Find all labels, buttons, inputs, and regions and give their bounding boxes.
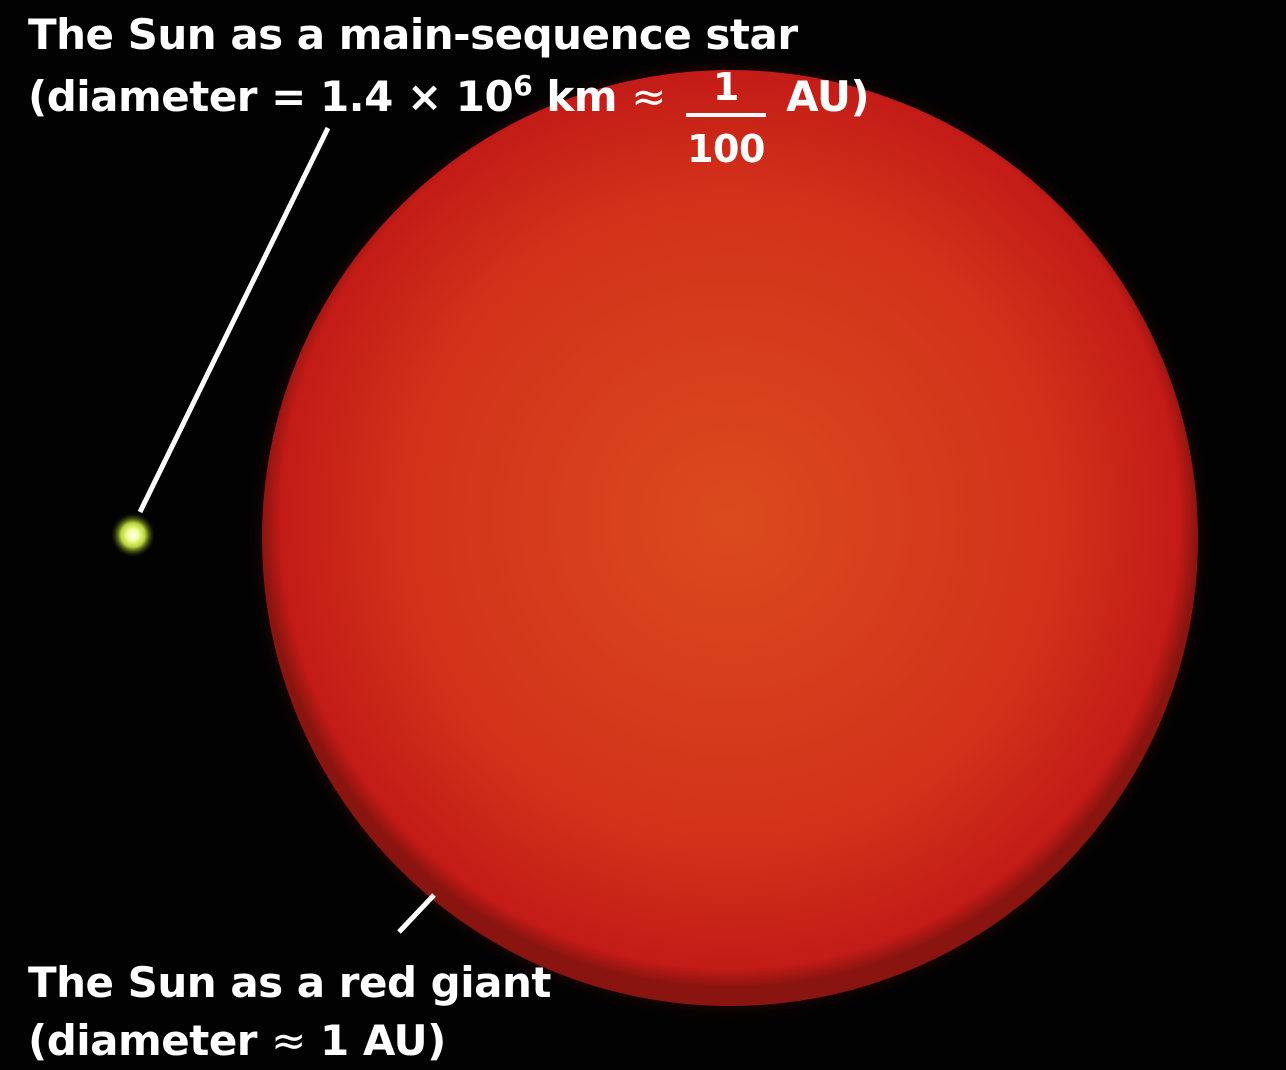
main-sequence-title: The Sun as a main-sequence star bbox=[28, 14, 798, 56]
red-giant-diameter-prefix: (diameter bbox=[28, 1016, 258, 1065]
fraction-denominator: 100 bbox=[687, 126, 765, 171]
red-giant-title: The Sun as a red giant bbox=[28, 962, 551, 1004]
main-sequence-pointer-line bbox=[137, 126, 331, 514]
diameter-prefix: (diameter = 1.4 × 10 bbox=[28, 72, 514, 121]
diameter-exponent: 6 bbox=[513, 69, 533, 102]
main-sequence-sun bbox=[111, 513, 155, 557]
unit-au: AU) bbox=[786, 72, 870, 121]
unit-km: km bbox=[546, 72, 618, 121]
fraction-one-hundredth: 1 100 bbox=[684, 68, 768, 168]
red-giant-diameter-value: 1 AU) bbox=[319, 1016, 446, 1065]
red-giant-diameter: (diameter ≈ 1 AU) bbox=[28, 1020, 446, 1062]
red-giant-approx-symbol: ≈ bbox=[271, 1016, 306, 1065]
approx-symbol: ≈ bbox=[631, 72, 666, 121]
fraction-bar bbox=[686, 112, 767, 117]
red-giant-sun bbox=[262, 70, 1198, 1006]
red-giant-pointer-line bbox=[397, 893, 436, 934]
red-giant-title-text: The Sun as a red giant bbox=[28, 958, 551, 1007]
main-sequence-diameter: (diameter = 1.4 × 106 km ≈ 1 100 AU) bbox=[28, 68, 870, 168]
main-sequence-title-text: The Sun as a main-sequence star bbox=[28, 10, 798, 59]
fraction-numerator: 1 bbox=[713, 64, 739, 109]
